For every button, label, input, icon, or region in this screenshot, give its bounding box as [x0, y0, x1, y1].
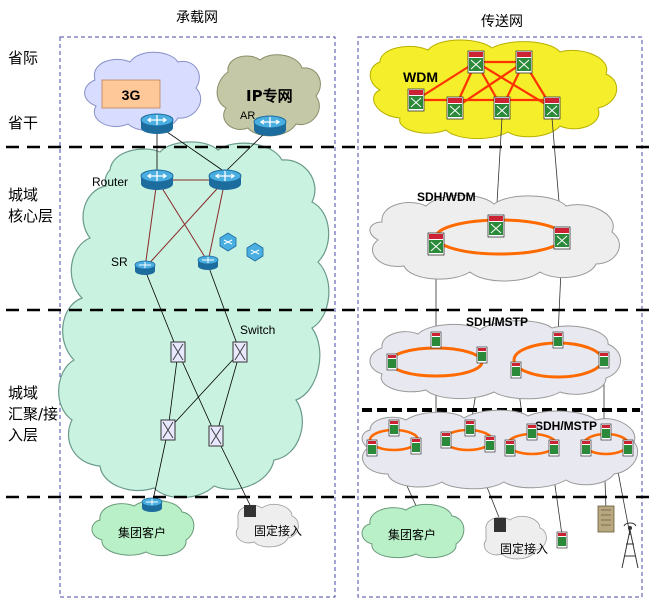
- 3g-box: [101, 79, 161, 109]
- wdm-ne-4-icon: [446, 96, 464, 120]
- mstp-ne-5-icon: [552, 331, 564, 349]
- bearer-metro-cloud: [58, 141, 330, 499]
- building-icon: [597, 505, 615, 533]
- fixed-terminal-icon: [244, 505, 256, 517]
- layer-label-core-1: 城域: [8, 186, 38, 204]
- mstp-ne-4-icon: [510, 361, 522, 379]
- access-ne-4-icon: [440, 431, 452, 449]
- wdm-ne-6-icon: [543, 96, 561, 120]
- access-ne-1-icon: [366, 439, 378, 457]
- access-switch-left-icon: [160, 419, 176, 441]
- ar-router-icon: [253, 115, 287, 137]
- access-ne-11-icon: [600, 423, 612, 441]
- transport-group-label: 集团客户: [388, 527, 436, 542]
- sdh-wdm-label: SDH/WDM: [417, 190, 476, 204]
- layer-separators: [6, 145, 656, 499]
- layer-label-trunk: 省干: [8, 114, 38, 132]
- bearer-column-title: 承载网: [176, 10, 218, 26]
- mstp-ne-1-icon: [430, 331, 442, 349]
- sr-router-right-icon: [197, 255, 219, 271]
- core-router-left-icon: [140, 169, 174, 191]
- antenna-tower-icon: [621, 522, 639, 569]
- sdh-wdm-ne-3-icon: [553, 226, 571, 250]
- access-switch-right-icon: [208, 425, 224, 447]
- bearer-group-label: 集团客户: [118, 525, 166, 540]
- access-ne-9-icon: [548, 439, 560, 457]
- wdm-cloud: [369, 39, 618, 140]
- sdh-mstp-upper-cloud: [369, 320, 621, 400]
- access-ne-6-icon: [484, 435, 496, 453]
- layer-label-provincial: 省际: [8, 49, 38, 67]
- sdh-mstp-label-1: SDH/MSTP: [466, 315, 528, 329]
- sdh-wdm-ne-1-icon: [487, 214, 505, 238]
- access-ne-8-icon: [526, 423, 538, 441]
- ip-private-label: IP专网: [246, 87, 293, 105]
- access-ne-7-icon: [504, 439, 516, 457]
- sdh-wdm-cloud: [369, 194, 620, 282]
- access-ne-3-icon: [410, 437, 422, 455]
- wdm-ne-3-icon: [407, 88, 425, 112]
- layer-label-agg-1: 城域: [8, 384, 38, 402]
- bearer-access-links: [144, 124, 271, 506]
- bearer-column-frame: [59, 36, 336, 598]
- core-router-right-icon: [208, 169, 242, 191]
- 3g-label: 3G: [122, 87, 141, 103]
- bearer-group-cloud: [91, 499, 195, 556]
- wdm-ne-2-icon: [515, 50, 533, 74]
- wdm-label: WDM: [403, 69, 438, 85]
- sr-router-icon: [134, 260, 156, 276]
- access-ne-10-icon: [580, 439, 592, 457]
- agg-switch-right-icon: [232, 341, 248, 363]
- mstp-ne-3-icon: [476, 346, 488, 364]
- layer-label-agg-3: 入层: [8, 426, 38, 444]
- layer-label-core-2: 核心层: [8, 207, 53, 225]
- access-ne-2-icon: [388, 419, 400, 437]
- access-ne-12-icon: [622, 439, 634, 457]
- ar-label: AR: [240, 110, 255, 122]
- bearer-fixed-label: 固定接入: [254, 523, 302, 538]
- transport-column-title: 传送网: [481, 14, 523, 30]
- trunk-router-icon: [140, 113, 174, 135]
- sdh-mstp-label-2: SDH/MSTP: [535, 419, 597, 433]
- mstp-ne-2-icon: [386, 353, 398, 371]
- mstp-ne-6-icon: [598, 351, 610, 369]
- transport-fixed-label: 固定接入: [500, 541, 548, 556]
- switch-label: Switch: [240, 323, 275, 337]
- transport-group-cloud: [361, 503, 465, 559]
- ip-private-cloud: [216, 54, 321, 137]
- transport-terminal-icon: [494, 518, 506, 532]
- transport-column-frame: [357, 36, 643, 598]
- agg-switch-left-icon: [170, 341, 186, 363]
- transport-access-ne-icon: [556, 531, 568, 549]
- group-router-icon: [141, 497, 163, 513]
- sr-label: SR: [111, 255, 128, 269]
- sdh-wdm-ne-2-icon: [427, 232, 445, 256]
- wdm-ne-5-icon: [493, 96, 511, 120]
- sdh-mstp-lower-cloud: [361, 409, 639, 490]
- router-label: Router: [92, 175, 128, 189]
- layer-label-agg-2: 汇聚/接: [8, 405, 58, 423]
- access-ne-5-icon: [464, 419, 476, 437]
- wdm-ne-1-icon: [467, 50, 485, 74]
